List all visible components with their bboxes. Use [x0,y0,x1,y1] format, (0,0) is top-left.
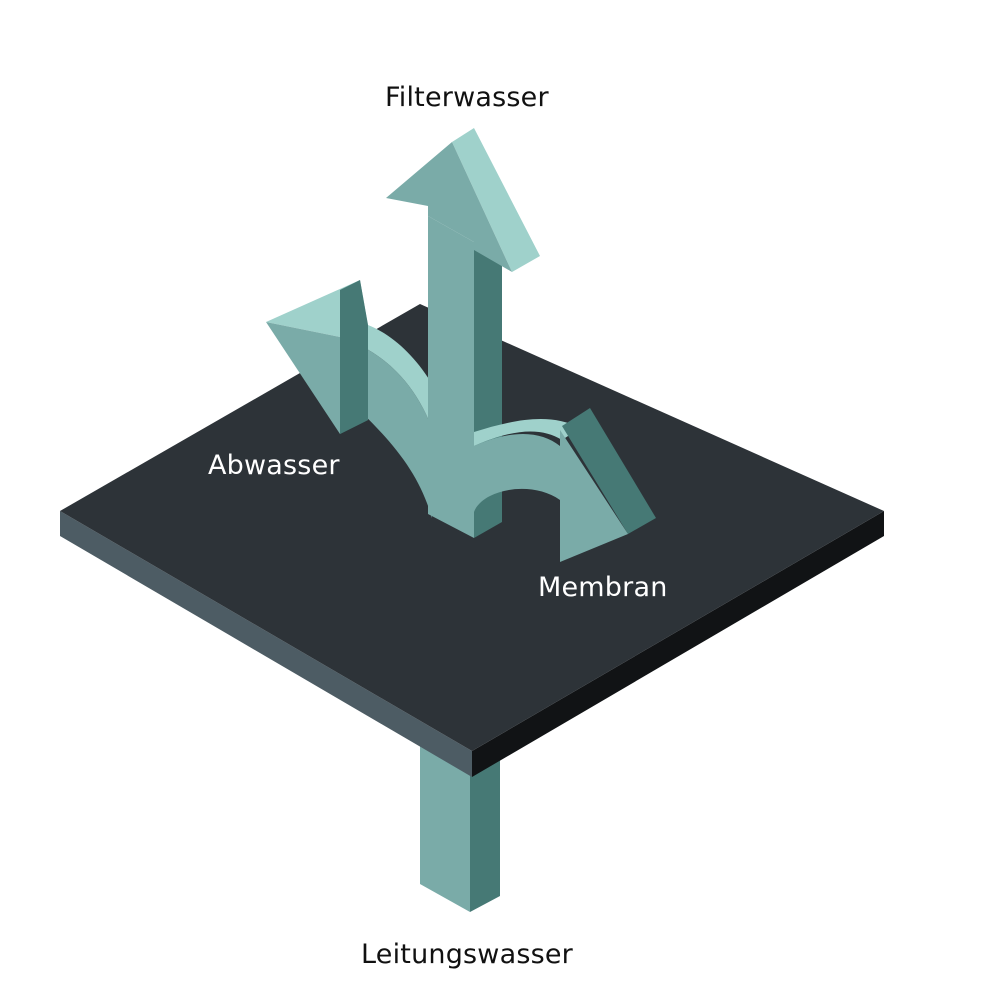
arrow-left-head-side [340,280,368,434]
label-tap-water: Leitungswasser [361,939,573,970]
arrow-up-head-front [386,142,512,272]
arrow-right-head-front [560,430,628,562]
arrow-right-branch-front [474,434,560,512]
label-waste-water: Abwasser [208,450,340,481]
label-membrane: Membran [538,572,668,603]
arrow-right-branch-top [474,419,580,446]
inflow-pipe-side [470,741,500,912]
plate-side-left [60,511,472,777]
inflow-pipe [420,730,500,912]
inflow-pipe-front [420,730,470,912]
arrow-left-branch-top [340,325,450,428]
flow-arrow [266,128,656,562]
arrow-left-head-front [266,322,340,434]
plate-side-right [472,511,884,777]
arrow-right-head-side [562,408,656,534]
arrow-up-head-side [452,128,540,272]
label-filtered-water: Filterwasser [385,82,549,113]
arrow-stem-front [428,216,474,538]
